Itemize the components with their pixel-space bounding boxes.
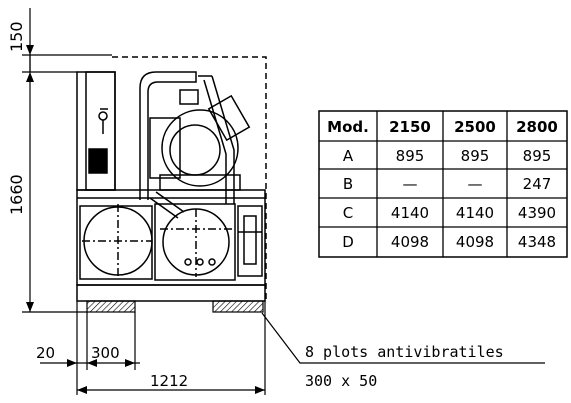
table-cell-d-2500: 4098 [456,233,494,251]
total-width-label: 1212 [150,372,188,390]
table-cell-c-label: C [343,204,353,222]
vertical-dimension-arrows [26,45,34,312]
note-leader [261,312,545,364]
table-cell-b-2150: — [403,175,418,193]
table-cell-c-2500: 4140 [456,204,494,222]
table-header-model: Mod. [327,118,369,136]
left-offset-label: 20 [36,344,55,362]
table-cell-a-label: A [343,147,354,165]
antivibration-pad-right [212,300,264,313]
table-header-2800: 2800 [516,118,558,136]
table-cell-b-label: B [343,175,353,193]
table-header-2500: 2500 [454,118,496,136]
table-cell-a-2800: 895 [523,147,552,165]
table-cell-c-2150: 4140 [391,204,429,222]
antivibration-pad-left [86,300,136,313]
machine-drawing [76,56,267,302]
table-cell-d-2800: 4348 [518,233,556,251]
table-cell-a-2500: 895 [461,147,490,165]
display-panel [88,148,108,174]
table-header-2150: 2150 [389,118,431,136]
base-skid [76,284,266,302]
compressor [161,109,239,187]
pads-note-line2: 300 x 50 [305,372,377,390]
table-cell-d-2150: 4098 [391,233,429,251]
plot-width-label: 300 [91,344,120,362]
pads-note-line1: 8 plots antivibratiles [305,343,504,361]
side-unit [237,205,263,277]
table-cell-a-2150: 895 [396,147,425,165]
model-table: Mod. 2150 2500 2800 A 895 895 895 B — — … [318,110,568,258]
tank-right [154,203,236,281]
table-cell-b-2500: — [468,175,483,193]
height-label: 1660 [7,174,26,215]
table-cell-c-2800: 4390 [518,204,556,222]
table-cell-d-label: D [342,233,354,251]
horizontal-dimension-arrows [67,359,265,394]
table-cell-b-2800: 247 [523,175,552,193]
dashed-envelope [112,56,267,301]
top-clearance-label: 150 [7,21,26,52]
